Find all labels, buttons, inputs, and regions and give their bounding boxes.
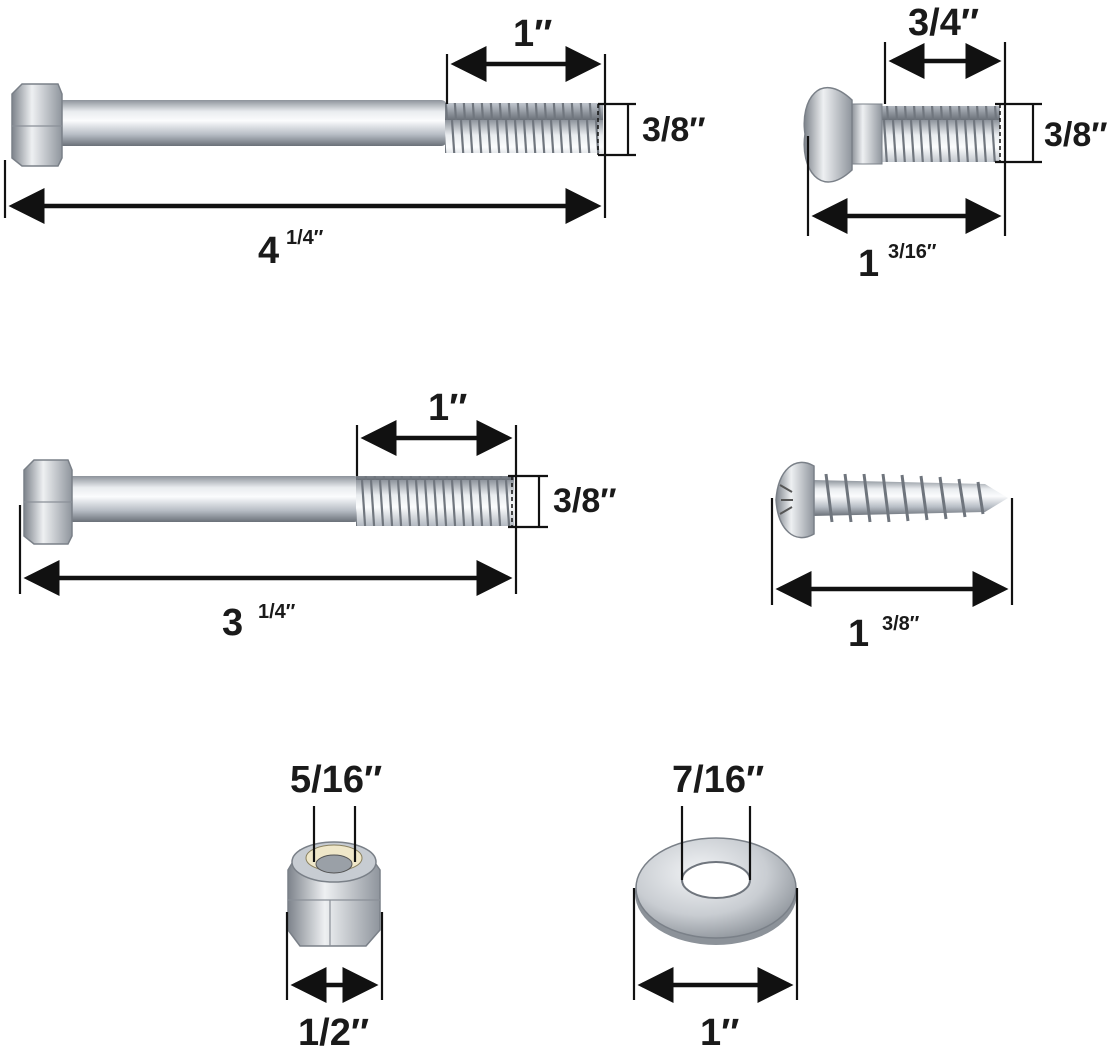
lock-nut-dimensions: [285, 806, 384, 1003]
flat-washer: [635, 837, 797, 945]
washer-outer-label: 1″: [700, 1012, 739, 1054]
carriage-bolt-thread-length-label: 3/4″: [908, 2, 979, 44]
short-hex-bolt: [23, 459, 514, 545]
lock-nut-width-label: 1/2″: [298, 1012, 369, 1054]
long-bolt-dimensions: [3, 46, 636, 224]
wood-screw-dimensions: [770, 498, 1014, 607]
carriage-bolt-thread: [880, 106, 1000, 162]
short-bolt-length-frac-label: 1/4″: [258, 601, 296, 623]
carriage-bolt-diameter-label: 3/8″: [1044, 116, 1108, 154]
long-bolt-head: [11, 83, 63, 167]
wood-screw: [775, 461, 1008, 539]
carriage-bolt-square-neck: [849, 103, 883, 165]
long-hex-bolt: [11, 83, 603, 167]
short-bolt-thread: [356, 476, 514, 526]
long-bolt-thread: [445, 103, 603, 153]
long-bolt-length-whole-label: 4: [258, 230, 279, 272]
wood-screw-length-frac-label: 3/8″: [882, 613, 920, 635]
short-bolt-diameter-label: 3/8″: [553, 482, 617, 520]
washer-dimensions: [632, 806, 799, 1003]
washer-hole: [681, 861, 751, 899]
carriage-bolt-length-frac-label: 3/16″: [888, 241, 937, 263]
wood-screw-pan-head: [775, 461, 815, 539]
lock-nut: [287, 841, 381, 947]
carriage-bolt-dome-head: [803, 86, 853, 183]
long-bolt-length-frac-label: 1/4″: [286, 227, 324, 249]
wood-screw-threads: [824, 473, 985, 523]
short-bolt-length-whole-label: 3: [222, 602, 243, 644]
short-bolt-thread-length-label: 1″: [428, 387, 467, 429]
carriage-bolt-dimensions: [806, 42, 1042, 236]
short-bolt-shank: [66, 476, 360, 522]
carriage-bolt: [803, 86, 1000, 183]
lock-nut-bore-label: 5/16″: [290, 759, 382, 801]
washer-bore-label: 7/16″: [672, 759, 764, 801]
carriage-bolt-length-whole-label: 1: [858, 243, 879, 285]
long-bolt-thread-length-label: 1″: [513, 13, 552, 55]
wood-screw-shank: [812, 480, 1008, 516]
wood-screw-length-whole-label: 1: [848, 613, 869, 655]
long-bolt-diameter-label: 3/8″: [642, 111, 706, 149]
short-bolt-dimensions: [18, 420, 548, 596]
long-bolt-shank: [52, 100, 447, 146]
